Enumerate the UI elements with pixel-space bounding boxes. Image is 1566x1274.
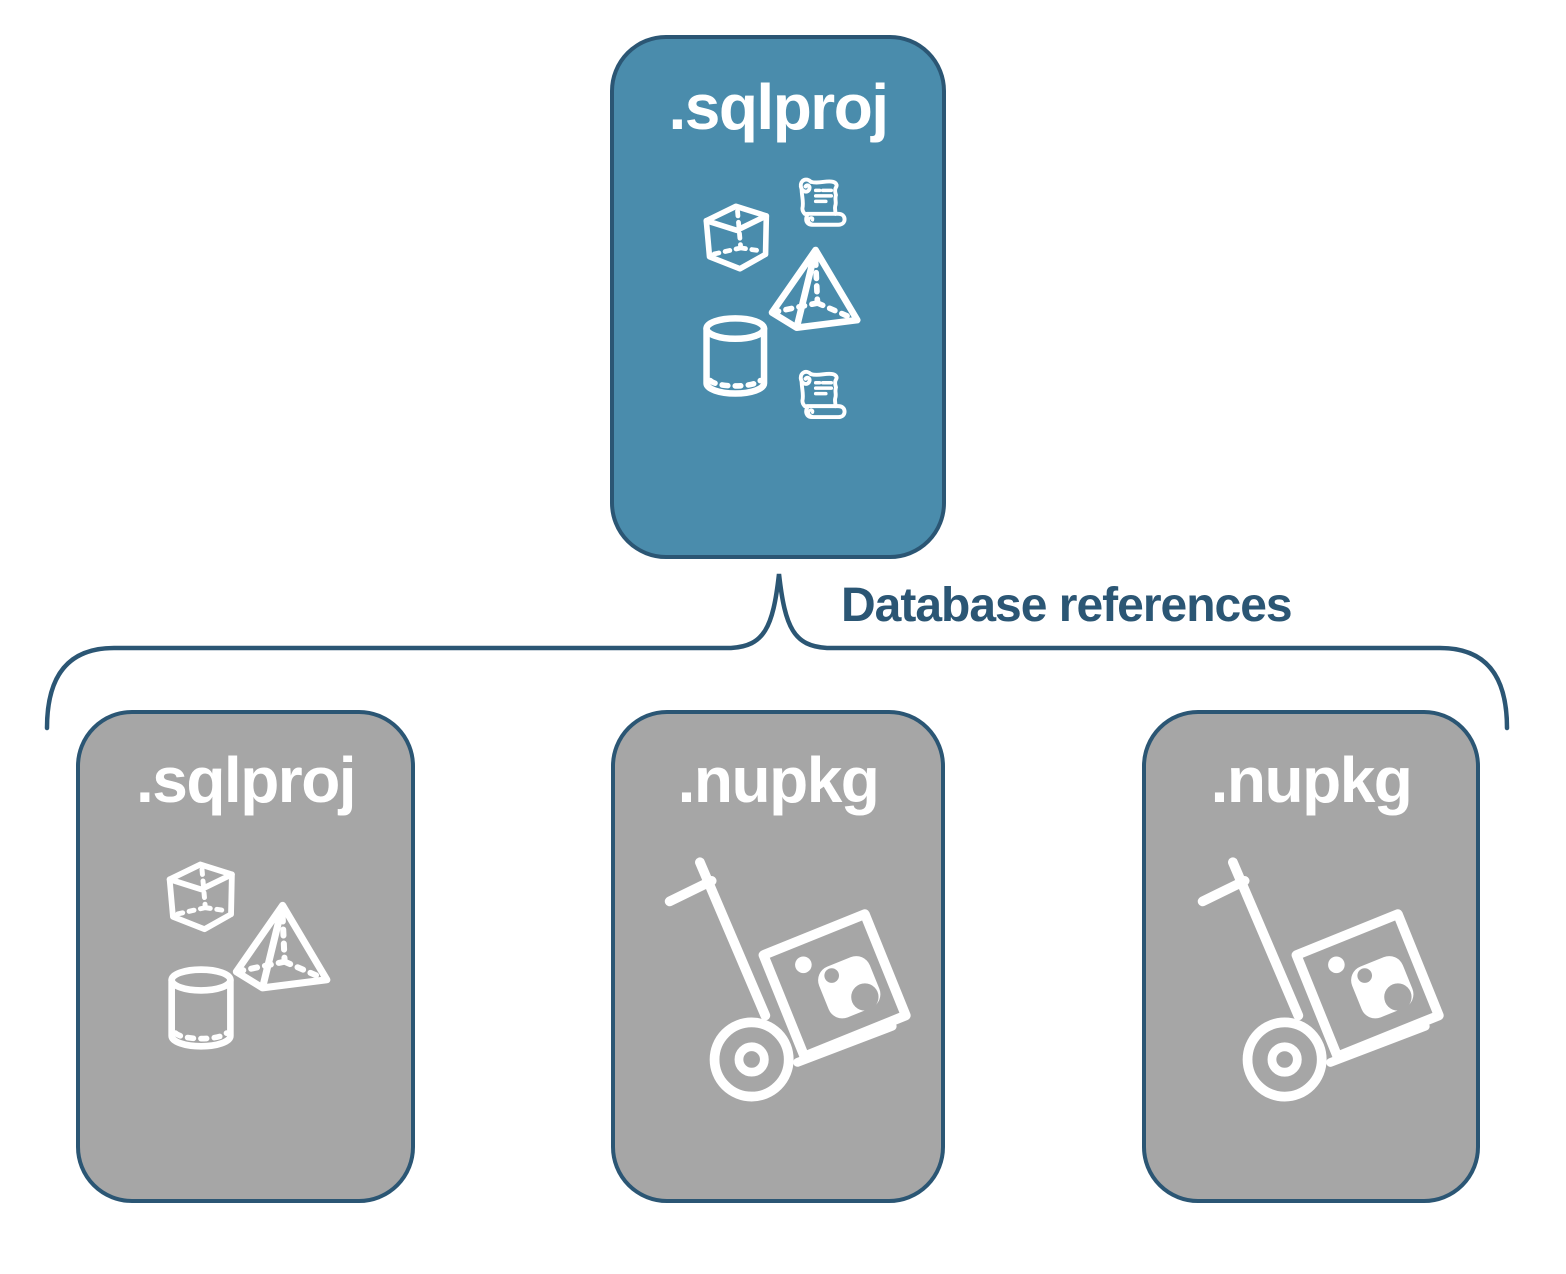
nupkg-child-box-1: .nupkg	[611, 710, 945, 1203]
scroll-icon	[798, 369, 847, 420]
package-dolly-illustration	[1146, 714, 1476, 1199]
package-dolly-icon	[670, 862, 906, 1096]
cube-icon	[706, 206, 766, 268]
child-box-title: .nupkg	[1210, 744, 1413, 816]
pyramid-icon	[772, 250, 857, 328]
sql-objects-illustration	[614, 177, 942, 420]
cube-icon	[170, 864, 232, 929]
sqlproj-main-box: .sqlproj	[610, 35, 946, 559]
sql-objects-illustration	[80, 714, 411, 1199]
package-dolly-illustration	[615, 714, 941, 1199]
package-dolly-icon	[1203, 862, 1439, 1096]
sqlproj-child-box: .sqlproj	[76, 710, 415, 1203]
child-box-title: .sqlproj	[135, 744, 357, 816]
child-box-title: .nupkg	[677, 744, 880, 816]
database-cylinder-icon	[707, 318, 764, 393]
pyramid-icon	[236, 905, 327, 987]
database-cylinder-icon	[172, 970, 231, 1047]
connector-label: Database references	[841, 579, 1293, 632]
nupkg-child-box-2: .nupkg	[1142, 710, 1480, 1203]
scroll-icon	[798, 177, 847, 227]
main-box-title: .sqlproj	[668, 71, 889, 143]
